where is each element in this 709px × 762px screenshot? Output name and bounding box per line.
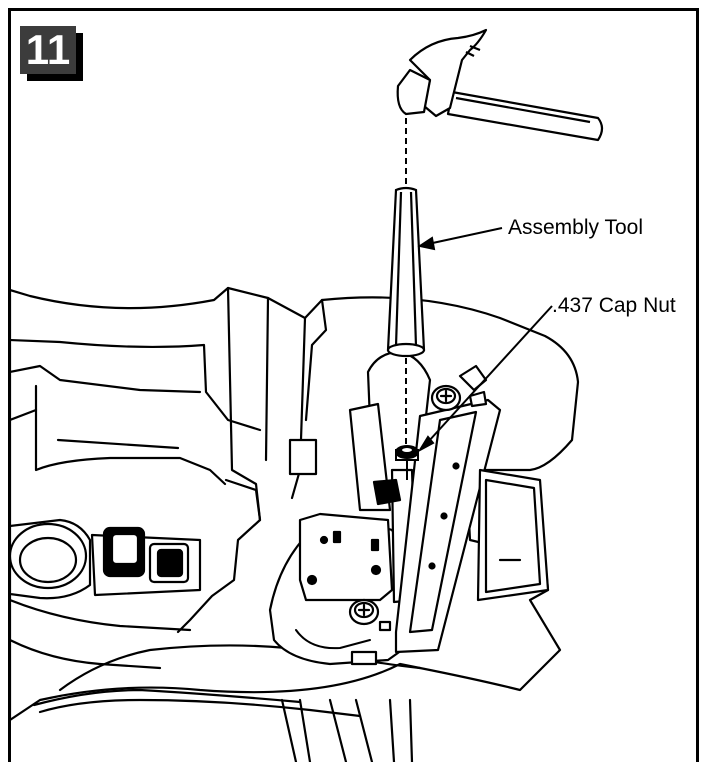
cup-holder xyxy=(11,518,92,600)
callout-assembly-tool: Assembly Tool xyxy=(508,216,644,239)
console-buttons xyxy=(90,526,202,597)
assembly-tool-icon xyxy=(386,186,426,358)
step-number: 11 xyxy=(25,26,71,73)
instruction-frame xyxy=(8,8,699,762)
step-badge: 11 xyxy=(20,26,86,82)
knob-top xyxy=(430,384,462,412)
cap-nut-icon xyxy=(395,445,419,480)
leader-lines xyxy=(417,227,553,453)
base-legs xyxy=(280,698,414,762)
knob-bottom xyxy=(348,598,380,626)
hammer-icon xyxy=(396,28,604,142)
right-rail xyxy=(394,364,550,654)
callout-cap-nut: .437 Cap Nut xyxy=(552,294,676,317)
